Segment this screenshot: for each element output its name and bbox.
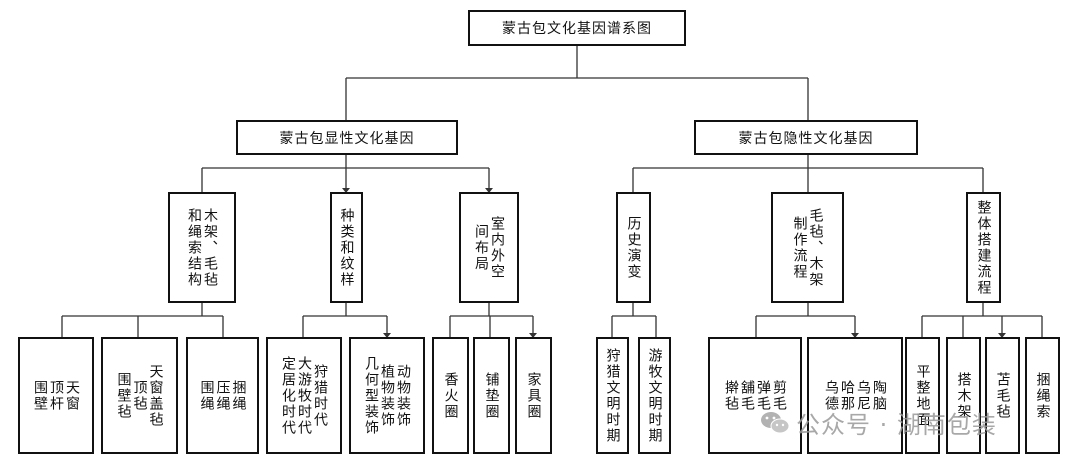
- leaf-eras-col-2: 大游牧时代: [296, 355, 312, 436]
- leaf-level-ground-text: 平整地面: [914, 363, 931, 428]
- root-title: 蒙古包文化基因谱系图: [502, 21, 652, 37]
- group-layout-col-2: 间布局: [473, 223, 489, 272]
- leaf-eras-col-1: 狩猎时代: [312, 363, 328, 428]
- leaf-frame-parts-col-2: 乌尼: [855, 379, 871, 412]
- leaf-felt-process-col-1: 剪毛: [771, 379, 787, 412]
- leaf-furniture-circle-text: 家具圈: [525, 371, 542, 420]
- leaf-frame-parts-col-3: 哈那: [839, 379, 855, 412]
- leaf-felt-process: 剪毛 弹毛 舖毛 擀毡: [708, 337, 802, 454]
- group-build-box: 整体搭建流程: [966, 192, 1001, 303]
- leaf-hunting-era: 狩猎文明时期: [596, 337, 629, 454]
- leaf-decor-col-2: 植物装饰: [379, 363, 395, 428]
- group-structure-box: 木架、毛毡 和绳索结构: [168, 192, 236, 303]
- leaf-felt-col-3: 围壁毡: [115, 371, 132, 420]
- leaf-felt-process-col-3: 舖毛: [739, 379, 755, 412]
- leaf-tie-ropes: 捆绳索: [1025, 337, 1060, 454]
- leaf-eras: 狩猎时代 大游牧时代 定居化时代: [266, 337, 342, 454]
- leaf-frame: 天窗 顶杆 围壁: [18, 337, 94, 454]
- leaf-frame-col-3: 围壁: [32, 379, 48, 412]
- leaf-frame-parts: 陶脑 乌尼 哈那 乌德: [807, 337, 903, 454]
- leaf-felt: 天窗盖毡 顶毡 围壁毡: [101, 337, 178, 454]
- wechat-icon: [760, 410, 790, 436]
- leaf-rope-col-2: 压绳: [214, 379, 231, 412]
- leaf-decor-col-1: 动物装饰: [395, 363, 411, 428]
- group-structure-col-2: 和绳索结构: [186, 207, 202, 288]
- group-process-col-1: 毛毡、木架: [807, 207, 824, 288]
- leaf-felt-process-col-2: 弹毛: [755, 379, 771, 412]
- group-pattern-box: 种类和纹样: [330, 192, 363, 303]
- group-process-col-2: 制作流程: [791, 215, 808, 280]
- leaf-nomadic-era: 游牧文明时期: [638, 337, 671, 454]
- group-process-box: 毛毡、木架 制作流程: [771, 192, 844, 303]
- leaf-rope: 捆绳 压绳 围绳: [186, 337, 259, 454]
- leaf-decor-col-3: 几何型装饰: [363, 355, 379, 436]
- leaf-rope-col-3: 围绳: [198, 379, 215, 412]
- leaf-build-frame-text: 搭木架: [955, 371, 972, 420]
- leaf-frame-col-1: 天窗: [64, 379, 80, 412]
- group-structure-col-1: 木架、毛毡: [202, 207, 218, 288]
- leaf-incense-circle: 香火圈: [432, 337, 469, 454]
- leaf-cover-felt: 苫毛毡: [985, 337, 1020, 454]
- group-history-col-1: 历史演变: [625, 215, 642, 280]
- watermark-text: 公众号 · 湖南包装: [796, 411, 997, 439]
- implicit-gene-box: 蒙古包隐性文化基因: [694, 120, 918, 155]
- root-title-box: 蒙古包文化基因谱系图: [468, 10, 686, 46]
- leaf-cover-felt-text: 苫毛毡: [994, 371, 1011, 420]
- leaf-decor: 动物装饰 植物装饰 几何型装饰: [349, 337, 425, 454]
- group-build-col-1: 整体搭建流程: [975, 199, 992, 296]
- leaf-nomadic-era-text: 游牧文明时期: [646, 347, 663, 444]
- leaf-felt-col-2: 顶毡: [131, 379, 148, 412]
- implicit-gene-label: 蒙古包隐性文化基因: [738, 130, 874, 147]
- leaf-frame-parts-col-1: 陶脑: [871, 379, 887, 412]
- leaf-tie-ropes-text: 捆绳索: [1034, 371, 1051, 420]
- leaf-frame-parts-col-4: 乌德: [823, 379, 839, 412]
- group-layout-col-1: 室内外空: [489, 215, 505, 280]
- leaf-level-ground: 平整地面: [905, 337, 940, 454]
- leaf-mat-circle: 铺垫圈: [473, 337, 510, 454]
- leaf-hunting-era-text: 狩猎文明时期: [604, 347, 621, 444]
- group-history-box: 历史演变: [616, 192, 651, 303]
- leaf-frame-col-2: 顶杆: [48, 379, 64, 412]
- explicit-gene-box: 蒙古包显性文化基因: [236, 120, 458, 155]
- leaf-felt-col-1: 天窗盖毡: [147, 363, 164, 428]
- leaf-felt-process-col-4: 擀毡: [723, 379, 739, 412]
- explicit-gene-label: 蒙古包显性文化基因: [279, 130, 415, 147]
- group-pattern-col-1: 种类和纹样: [338, 207, 355, 288]
- leaf-incense-circle-text: 香火圈: [442, 371, 459, 420]
- group-layout-box: 室内外空 间布局: [459, 192, 519, 303]
- leaf-eras-col-3: 定居化时代: [280, 355, 296, 436]
- leaf-mat-circle-text: 铺垫圈: [483, 371, 500, 420]
- leaf-furniture-circle: 家具圈: [515, 337, 552, 454]
- leaf-rope-col-1: 捆绳: [230, 379, 247, 412]
- watermark: 公众号 · 湖南包装: [760, 405, 997, 440]
- leaf-build-frame: 搭木架: [946, 337, 981, 454]
